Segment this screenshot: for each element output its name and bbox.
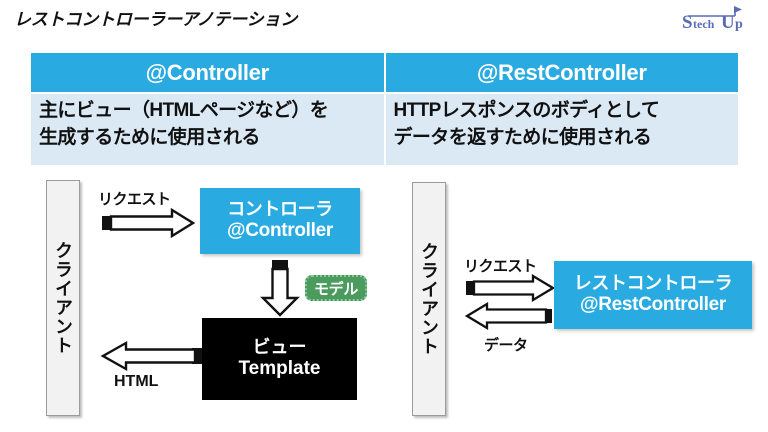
right-data-label: データ — [484, 337, 528, 354]
rest-controller-box-line-2: @RestController — [580, 294, 726, 316]
controller-desc-line-2: 生成するために使用される — [39, 126, 260, 148]
svg-text:S: S — [682, 12, 693, 33]
right-request-arrow-icon — [464, 274, 556, 302]
restcontroller-desc-line-1: HTTPレスポンスのボディとして — [393, 100, 660, 121]
model-badge: モデル — [305, 275, 367, 301]
controller-box: コントローラ @Controller — [200, 188, 360, 254]
stechup-logo: S tech U p — [674, 4, 760, 34]
logo-arrowhead-icon — [734, 6, 742, 13]
left-request-label: リクエスト — [98, 191, 171, 208]
left-html-label: HTML — [114, 373, 159, 390]
controller-desc-line-1: 主にビュー（HTMLページなど）を — [39, 100, 329, 121]
table-cell-restcontroller-description: HTTPレスポンスのボディとして データを返すために使用される — [383, 94, 738, 165]
controller-box-line-1: コントローラ — [227, 199, 333, 220]
table-cell-controller-description: 主にビュー（HTMLページなど）を 生成するために使用される — [31, 94, 384, 165]
svg-text:U: U — [721, 12, 735, 33]
view-template-box: ビュー Template — [202, 318, 357, 400]
view-box-line-1: ビュー — [252, 336, 307, 357]
model-flow-down-arrow-icon — [256, 258, 304, 318]
table-header-controller: @Controller — [31, 53, 384, 92]
table-body-row: 主にビュー（HTMLページなど）を 生成するために使用される HTTPレスポンス… — [31, 92, 738, 165]
rest-controller-box: レストコントローラ @RestController — [554, 261, 752, 329]
restcontroller-desc-line-2: データを返すために使用される — [393, 126, 652, 148]
left-html-response-arrow-icon — [94, 340, 206, 372]
rest-controller-box-line-1: レストコントローラ — [573, 273, 733, 294]
right-request-label: リクエスト — [464, 258, 537, 275]
table-header-row: @Controller @RestController — [31, 53, 738, 92]
table-header-restcontroller: @RestController — [383, 53, 738, 92]
page-title: レストコントローラーアノテーション — [14, 10, 298, 29]
svg-text:p: p — [735, 17, 743, 32]
comparison-table: @Controller @RestController 主にビュー（HTMLペー… — [31, 53, 738, 165]
left-client-box: クライアント — [46, 180, 80, 416]
right-client-label: クライアント — [419, 242, 439, 356]
right-data-arrow-icon — [460, 302, 556, 330]
view-box-line-2: Template — [238, 358, 321, 380]
controller-box-line-2: @Controller — [226, 220, 333, 242]
left-request-arrow-icon — [100, 208, 196, 238]
left-client-label: クライアント — [53, 241, 73, 355]
right-client-box: クライアント — [412, 182, 446, 416]
svg-text:tech: tech — [693, 17, 715, 31]
